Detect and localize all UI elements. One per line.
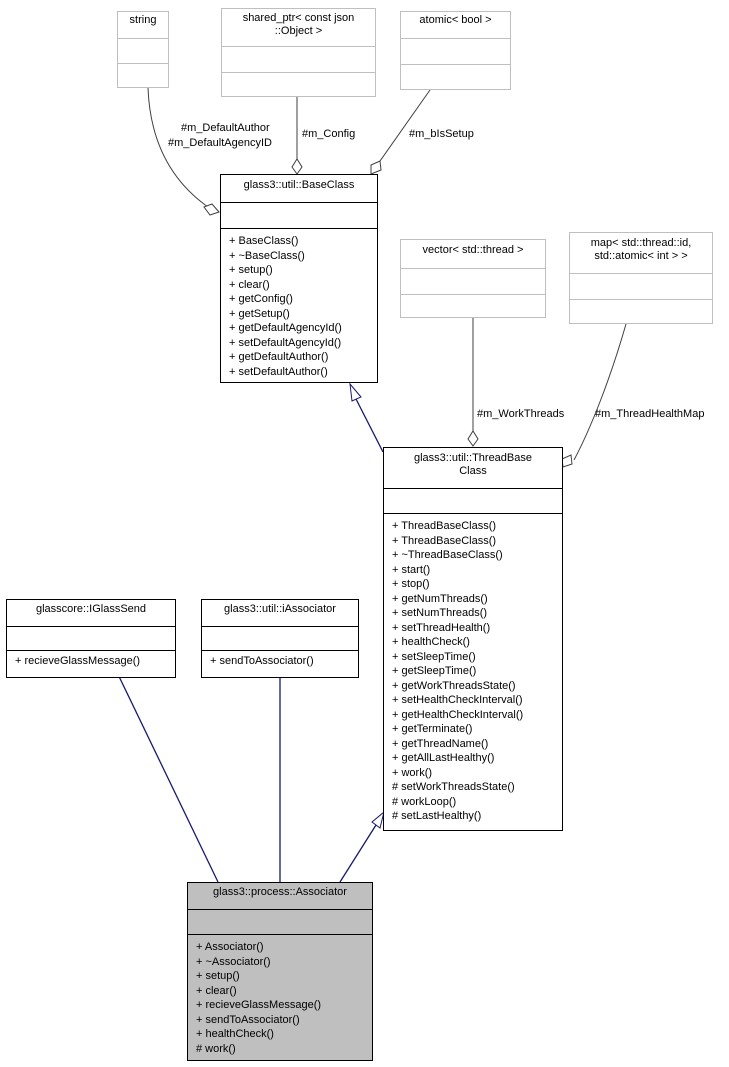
member-item[interactable]: + getAllLastHealthy()	[392, 752, 495, 764]
member-item[interactable]: + ~Associator()	[196, 955, 271, 968]
diamond-baseclass-string	[203, 203, 220, 216]
member-item[interactable]: + start()	[392, 563, 431, 576]
node-title: glasscore::IGlassSend	[7, 600, 175, 626]
member-item[interactable]: + Associator()	[196, 941, 264, 953]
node-thread-base-class[interactable]: glass3::util::ThreadBase Class + ThreadB…	[383, 447, 563, 831]
node-iglass-send[interactable]: glasscore::IGlassSend + recieveGlassMess…	[6, 599, 176, 678]
title-line: Class	[459, 465, 487, 477]
node-string[interactable]: string	[117, 11, 169, 88]
member-item[interactable]: # setLastHealthy()	[392, 810, 482, 822]
member-item[interactable]: + setDefaultAuthor()	[229, 365, 328, 378]
node-title: glass3::util::ThreadBase Class	[384, 448, 562, 488]
node-title: atomic< bool >	[401, 12, 510, 38]
title-line: glass3::process::Associator	[213, 886, 347, 898]
member-item[interactable]: + getDefaultAgencyId()	[229, 322, 342, 334]
node-atomic-bool[interactable]: atomic< bool >	[400, 11, 511, 90]
node-title: glass3::util::iAssociator	[202, 600, 358, 626]
node-title: map< std::thread::id, std::atomic< int >…	[570, 233, 712, 273]
diamond-baseclass-atomicbool	[370, 160, 382, 175]
member-item[interactable]: + sendToAssociator()	[196, 1013, 300, 1026]
edge-label-thread-health-map: #m_ThreadHealthMap	[595, 408, 705, 420]
arrow-baseclass	[349, 382, 362, 402]
member-item[interactable]: + getNumThreads()	[392, 592, 488, 605]
title-line: string	[129, 14, 157, 26]
node-base-class[interactable]: glass3::util::BaseClass + BaseClass()+ ~…	[220, 174, 378, 383]
title-line: glass3::util::BaseClass	[243, 179, 355, 191]
member-item[interactable]: + healthCheck()	[196, 1028, 274, 1040]
node-title: glass3::process::Associator	[188, 883, 372, 909]
member-item[interactable]: # setWorkThreadsState()	[392, 781, 515, 793]
node-associator[interactable]: glass3::process::Associator + Associator…	[187, 882, 373, 1061]
member-item[interactable]: + setup()	[196, 970, 240, 982]
member-item[interactable]: + setNumThreads()	[392, 607, 488, 619]
title-line: std::atomic< int > >	[594, 250, 688, 262]
diamond-threadbase-vector	[467, 430, 479, 447]
diamond-baseclass-sharedptr	[291, 158, 303, 175]
member-item[interactable]: + recieveGlassMessage()	[15, 655, 141, 667]
edge-label-config: #m_Config	[302, 128, 356, 140]
title-line: glass3::util::ThreadBase	[413, 452, 532, 464]
member-item[interactable]: + ThreadBaseClass()	[392, 534, 497, 547]
node-title: shared_ptr< const json ::Object >	[222, 9, 375, 46]
node-iassociator[interactable]: glass3::util::iAssociator + sendToAssoci…	[201, 599, 359, 678]
title-line: shared_ptr< const json	[242, 12, 355, 24]
title-line: atomic< bool >	[419, 14, 492, 26]
member-item[interactable]: + getTerminate()	[392, 723, 473, 735]
node-map-thread[interactable]: map< std::thread::id, std::atomic< int >…	[569, 232, 713, 324]
member-item[interactable]: + getThreadName()	[392, 737, 489, 750]
title-line: map< std::thread::id,	[590, 237, 692, 249]
title-line: ::Object >	[274, 25, 323, 37]
edge-label-default-agency: #m_DefaultAgencyID	[168, 137, 272, 149]
member-item[interactable]: + ~ThreadBaseClass()	[392, 549, 503, 561]
edge-map-to-threadbase	[573, 323, 627, 461]
edge-atomicbool-to-baseclass	[379, 89, 431, 162]
member-item[interactable]: + recieveGlassMessage()	[196, 999, 322, 1011]
node-title: vector< std::thread >	[401, 240, 545, 268]
member-item[interactable]: + getWorkThreadsState()	[392, 679, 516, 692]
member-item[interactable]: + setDefaultAgencyId()	[229, 336, 342, 349]
member-item[interactable]: + setSleepTime()	[392, 650, 476, 663]
member-item[interactable]: + healthCheck()	[392, 636, 470, 648]
member-item[interactable]: # work()	[196, 1042, 236, 1055]
title-line: glasscore::IGlassSend	[35, 603, 147, 615]
member-item[interactable]: + getSetup()	[229, 307, 290, 320]
title-line: glass3::util::iAssociator	[224, 603, 336, 615]
member-item[interactable]: + BaseClass()	[229, 235, 299, 247]
member-list: + sendToAssociator()	[202, 650, 358, 669]
member-item[interactable]: + getSleepTime()	[392, 665, 477, 677]
edge-associator-inherits-iglasssend	[113, 665, 219, 883]
arrow-threadbase	[371, 810, 385, 829]
member-item[interactable]: + getConfig()	[229, 293, 293, 305]
member-list: + BaseClass() + ~BaseClass() + setup() + cl…	[221, 228, 377, 379]
member-item[interactable]: # workLoop()	[392, 795, 457, 808]
node-vector-thread[interactable]: vector< std::thread >	[400, 239, 546, 318]
edge-associator-inherits-threadbase	[339, 824, 377, 883]
edge-label-work-threads: #m_WorkThreads	[477, 408, 565, 420]
member-item[interactable]: + work()	[392, 766, 433, 779]
edge-label-default-author: #m_DefaultAuthor	[181, 122, 270, 134]
edge-label-is-setup: #m_bIsSetup	[409, 128, 474, 140]
node-title: glass3::util::BaseClass	[221, 175, 377, 202]
member-list: + Associator() + ~Associator() + setup() + …	[188, 934, 372, 1056]
member-list: + ThreadBaseClass() + ThreadBaseClass() + …	[384, 513, 562, 824]
member-item[interactable]: + ~BaseClass()	[229, 249, 305, 262]
diamond-threadbase-map	[561, 454, 573, 468]
member-item[interactable]: + clear()	[229, 278, 270, 291]
member-item[interactable]: + setup()	[229, 264, 273, 276]
member-item[interactable]: + getHealthCheckInterval()	[392, 708, 524, 721]
member-item[interactable]: + clear()	[196, 984, 237, 997]
member-item[interactable]: + setThreadHealth()	[392, 621, 491, 634]
title-line: vector< std::thread >	[422, 244, 524, 256]
member-item[interactable]: + getDefaultAuthor()	[229, 351, 329, 363]
member-item[interactable]: + stop()	[392, 578, 430, 590]
node-title: string	[118, 12, 168, 38]
member-list: + recieveGlassMessage()	[7, 650, 175, 669]
member-item[interactable]: + setHealthCheckInterval()	[392, 694, 523, 706]
edge-threadbase-inherits-baseclass	[355, 398, 384, 453]
member-item[interactable]: + ThreadBaseClass()	[392, 520, 497, 532]
node-shared-ptr[interactable]: shared_ptr< const json ::Object >	[221, 8, 376, 97]
edge-string-to-baseclass	[147, 87, 209, 208]
member-item[interactable]: + sendToAssociator()	[210, 655, 314, 667]
